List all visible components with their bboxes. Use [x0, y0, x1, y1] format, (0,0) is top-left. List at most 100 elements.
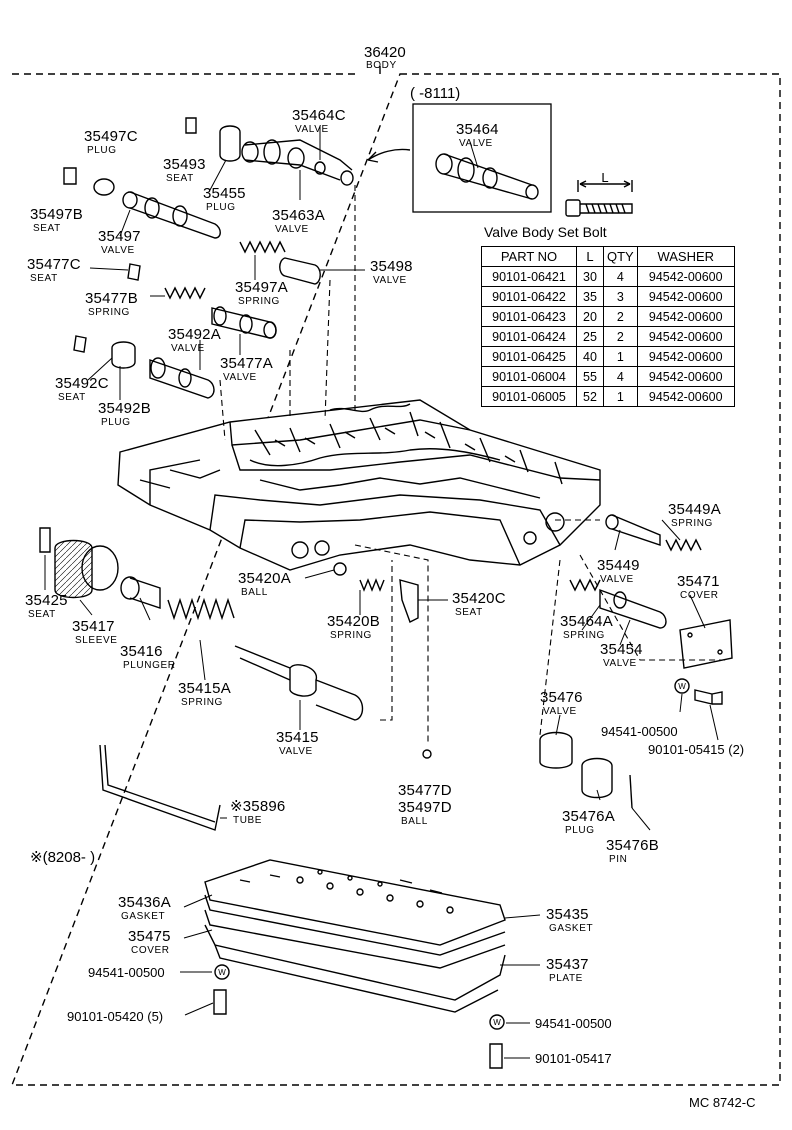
bolt-table-cell: 35: [576, 286, 604, 307]
bolt-table-col-2: QTY: [603, 246, 638, 267]
inset-range-label: ( -8111): [410, 85, 461, 102]
hardware-label-bolt-left: 90101-05420 (5): [67, 1009, 164, 1024]
callout-part-number: 35497B: [30, 206, 83, 223]
callout-part-name: PLUG: [101, 417, 131, 428]
bolt-table-cell: 30: [576, 266, 604, 287]
hardware-label-bolt-right: 90101-05417: [535, 1051, 612, 1066]
callout-part-number: ※35896: [230, 798, 286, 815]
bolt-table-cell: 90101-06004: [481, 366, 577, 387]
bolt-table-cell: 1: [603, 386, 638, 407]
callout-part-name: VALVE: [543, 706, 577, 717]
bolt-table-cell: 90101-06422: [481, 286, 577, 307]
callout-part-name: VALVE: [279, 746, 313, 757]
callout-part-name: GASKET: [121, 911, 166, 922]
valve-parts-lower: [39, 527, 432, 831]
bolt-table-cell: 2: [603, 306, 638, 327]
plate-stack: [204, 859, 506, 1069]
callout-part-number: 35455: [203, 185, 246, 202]
bolt-table-cell: 1: [603, 346, 638, 367]
callout-part-number: 35436A: [118, 894, 171, 911]
callout-part-number: 35464A: [560, 613, 613, 630]
bolt-dimension-label: L: [601, 170, 608, 185]
callout-part-number: 35477C: [27, 256, 81, 273]
callout-part-number: 35477D: [398, 782, 452, 799]
callout-part-name: VALVE: [373, 275, 407, 286]
valve-parts-upper: [63, 117, 539, 399]
callout-part-name: VALVE: [603, 658, 637, 669]
callout-part-number: 35435: [546, 906, 589, 923]
callout-part-name: SEAT: [58, 392, 86, 403]
inset-box: [412, 103, 552, 213]
body-part-number: 36420: [364, 44, 406, 61]
valve-parts-right: [539, 514, 733, 809]
callout-part-number: 35492B: [98, 400, 151, 417]
frame-border: [10, 73, 781, 1086]
callout-part-number: 35417: [72, 618, 115, 635]
callout-part-number: 35475: [128, 928, 171, 945]
callout-part-name: SLEEVE: [75, 635, 118, 646]
callout-part-name: SPRING: [563, 630, 605, 641]
bolt-table-col-1: L: [576, 246, 604, 267]
bolt-table-col-0: PART NO: [481, 246, 577, 267]
callout-part-name: BALL: [241, 587, 268, 598]
callout-leaders: [44, 126, 719, 1059]
callout-part-name: SPRING: [671, 518, 713, 529]
callout-part-name: COVER: [131, 945, 170, 956]
callout-part-number: 35497C: [84, 128, 138, 145]
callout-part-number: 35464C: [292, 107, 346, 124]
callout-part-name: SEAT: [28, 609, 56, 620]
callout-part-name: BALL: [401, 816, 428, 827]
set-bolt-icon: [565, 199, 633, 217]
callout-part-name: SEAT: [455, 607, 483, 618]
bolt-table-col-3: WASHER: [636, 246, 735, 267]
callout-part-name: SPRING: [88, 307, 130, 318]
bolt-table-cell: 94542-00600: [636, 386, 735, 407]
washer-symbol-cover: W: [678, 682, 686, 691]
callout-part-name: VALVE: [101, 245, 135, 256]
callout-part-number: 35420B: [327, 613, 380, 630]
note-applicability: ※(8208- ): [30, 849, 96, 866]
callout-part-name: SPRING: [238, 296, 280, 307]
callout-part-name: COVER: [680, 590, 719, 601]
callout-part-name: PLATE: [549, 973, 583, 984]
callout-part-number: 35498: [370, 258, 413, 275]
drawing-code: MC 8742-C: [689, 1095, 756, 1110]
bolt-table-cell: 40: [576, 346, 604, 367]
washer-symbol-right: W: [493, 1018, 501, 1027]
callout-part-number: 35425: [25, 592, 68, 609]
callout-part-name: PLUG: [206, 202, 236, 213]
callout-part-number: 35497A: [235, 279, 288, 296]
callout-part-name: TUBE: [233, 815, 263, 826]
callout-part-number: 35449: [597, 557, 640, 574]
valve-body-casting: [117, 399, 601, 571]
bolt-table-cell: 94542-00600: [636, 286, 735, 307]
hardware-label-washer-left: 94541-00500: [88, 965, 165, 980]
bolt-table-cell: 94542-00600: [636, 326, 735, 347]
bolt-table-cell: 94542-00600: [636, 266, 735, 287]
washer-symbol-left: W: [218, 968, 226, 977]
bolt-table-cell: 94542-00600: [636, 306, 735, 327]
callout-part-number: 35476B: [606, 837, 659, 854]
callout-part-name: SEAT: [166, 173, 194, 184]
callout-part-number: 35420C: [452, 590, 506, 607]
callout-part-number: 35420A: [238, 570, 291, 587]
